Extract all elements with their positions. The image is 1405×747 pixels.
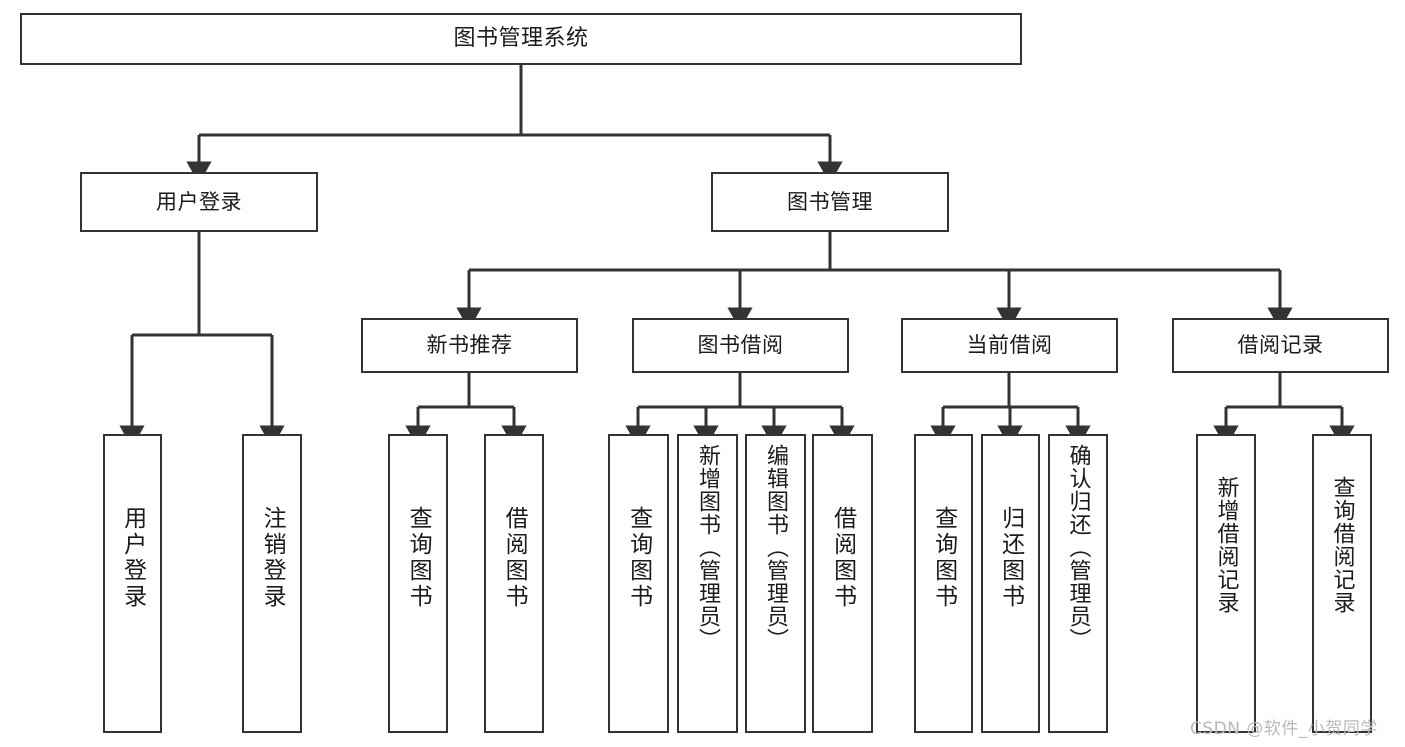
node-label: 借阅图书	[501, 506, 528, 610]
node-label: 当前借阅	[966, 333, 1053, 358]
node-book-borrow[interactable]: 图书借阅	[632, 318, 849, 373]
node-label: 图书借阅	[697, 333, 784, 358]
node-label: 新增图书（管理员）	[695, 444, 721, 651]
node-borrow-record[interactable]: 借阅记录	[1172, 318, 1389, 373]
node-label: 归还图书	[997, 506, 1024, 610]
leaf-user-login-logout[interactable]: 注销登录	[242, 434, 302, 733]
node-label: 借阅记录	[1237, 333, 1324, 358]
leaf-current-borrow-confirm-return-admin[interactable]: 确认归还（管理员）	[1048, 434, 1108, 733]
leaf-current-borrow-return-book[interactable]: 归还图书	[981, 434, 1040, 733]
node-label: 确认归还（管理员）	[1065, 444, 1091, 651]
csdn-watermark: CSDN @软件_小贺同学	[1190, 719, 1378, 739]
node-label: 查询图书	[930, 506, 957, 610]
node-user-login[interactable]: 用户登录	[80, 172, 318, 232]
leaf-new-book-query-book[interactable]: 查询图书	[388, 434, 448, 733]
node-label: 查询借阅记录	[1329, 476, 1355, 614]
node-label: 借阅图书	[829, 506, 856, 610]
node-label: 用户登录	[156, 189, 242, 214]
node-book-management[interactable]: 图书管理	[711, 172, 949, 232]
node-label: 新书推荐	[426, 333, 513, 358]
node-label: 图书管理系统	[453, 26, 589, 52]
leaf-book-borrow-add-book-admin[interactable]: 新增图书（管理员）	[677, 434, 738, 733]
node-label: 编辑图书（管理员）	[763, 444, 789, 651]
leaf-current-borrow-query-book[interactable]: 查询图书	[914, 434, 973, 733]
node-label: 查询图书	[625, 506, 652, 610]
leaf-borrow-record-add-record[interactable]: 新增借阅记录	[1196, 434, 1256, 733]
leaf-book-borrow-edit-book-admin[interactable]: 编辑图书（管理员）	[745, 434, 806, 733]
node-label: 新增借阅记录	[1213, 476, 1239, 614]
leaf-book-borrow-query-book[interactable]: 查询图书	[608, 434, 669, 733]
leaf-book-borrow-borrow-book[interactable]: 借阅图书	[812, 434, 873, 733]
leaf-borrow-record-query-record[interactable]: 查询借阅记录	[1312, 434, 1372, 733]
node-new-book-recommend[interactable]: 新书推荐	[361, 318, 578, 373]
leaf-user-login-login[interactable]: 用户登录	[103, 434, 162, 733]
node-label: 用户登录	[119, 506, 146, 610]
node-current-borrow[interactable]: 当前借阅	[901, 318, 1118, 373]
node-label: 查询图书	[405, 506, 432, 610]
node-label: 图书管理	[787, 189, 873, 214]
node-label: 注销登录	[259, 506, 286, 610]
node-root-book-management-system[interactable]: 图书管理系统	[20, 13, 1022, 65]
leaf-new-book-borrow-book[interactable]: 借阅图书	[484, 434, 544, 733]
